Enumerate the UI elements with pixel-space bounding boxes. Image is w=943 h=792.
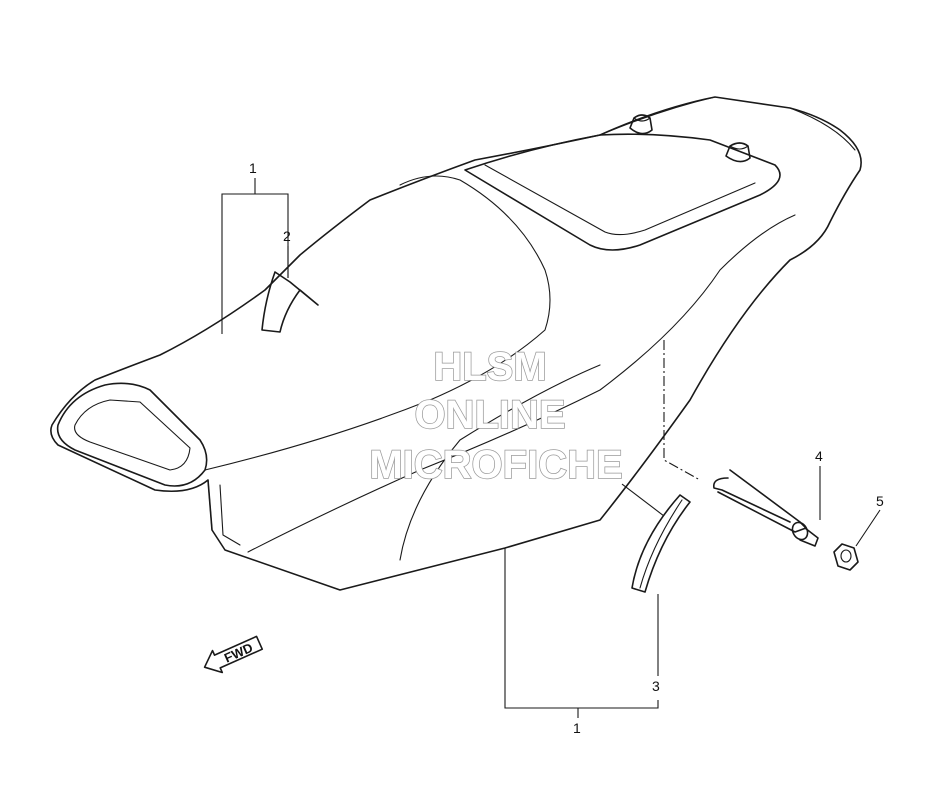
callout-2: 2 (283, 228, 291, 244)
fwd-arrow: FWD (203, 635, 264, 674)
passenger-pad-edge (484, 164, 756, 236)
damper-part-2 (261, 271, 319, 333)
bolt-part-4 (712, 469, 819, 547)
watermark-line-1: HLSM (433, 345, 546, 389)
leader-line-seat-side (621, 483, 665, 517)
seat-assembly (50, 96, 862, 591)
rear-cowl-side (789, 107, 856, 151)
seat-top-contour (204, 175, 551, 471)
seat-hook-right (725, 142, 751, 163)
seat-front-loop (56, 382, 208, 487)
hidden-line-bolt (663, 340, 701, 481)
seat-front-loop-inner (74, 399, 191, 471)
passenger-pad (464, 133, 781, 251)
seat-hook-left (629, 114, 653, 135)
watermark-line-2: ONLINE (414, 393, 565, 437)
seat-front-step (207, 479, 241, 546)
callout-1-bottom: 1 (573, 720, 581, 736)
seat-side-panel-line (247, 214, 796, 553)
leader-line-5 (855, 509, 881, 547)
callout-1-top: 1 (249, 160, 257, 176)
callout-4: 4 (815, 448, 823, 464)
watermark-line-3: MICROFICHE (369, 443, 622, 487)
watermark: HLSM ONLINE MICROFICHE (369, 344, 624, 488)
fwd-label: FWD (222, 640, 255, 666)
callout-5: 5 (876, 493, 884, 509)
band-part-3-edge (639, 499, 683, 589)
rear-cowl-top (599, 96, 716, 136)
callout-3: 3 (652, 678, 660, 694)
nut-part-5 (833, 543, 859, 571)
seat-side-swoop (399, 364, 601, 561)
seat-outline (50, 96, 862, 591)
band-part-3 (631, 494, 691, 593)
leader-bracket-1-bottom (504, 548, 659, 709)
